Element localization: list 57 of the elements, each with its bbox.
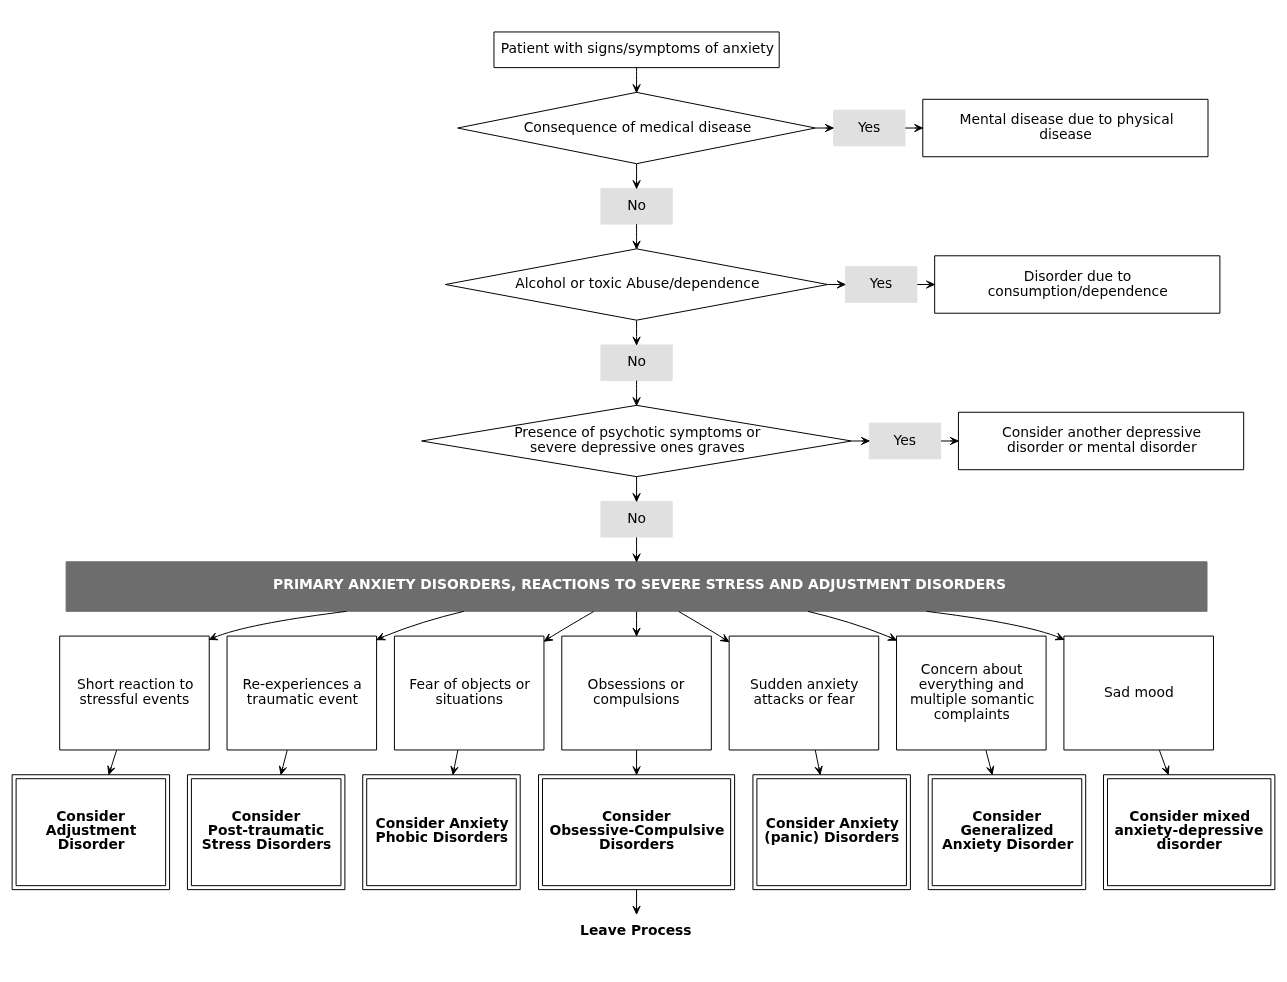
arrow: [916, 280, 935, 289]
node-box: Consider Anxiety (panic) Disorders: [752, 774, 911, 891]
node-box: Consider Adjustment Disorder: [11, 774, 171, 891]
arrow: [814, 749, 823, 775]
node-box: Consider Generalized Anxiety Disorder: [927, 774, 1087, 891]
node-box: Fear of objects or situations: [393, 635, 545, 751]
node-diamond: Presence of psychotic symptoms or severe depressive ones graves: [421, 404, 853, 478]
arrow: [926, 610, 1065, 641]
node-box: Re-experiences a traumatic event: [226, 635, 378, 751]
node-box: Patient with signs/symptoms of anxiety: [493, 31, 780, 69]
arrow: [632, 749, 641, 775]
node-box: Disorder due to consumption/dependence: [934, 255, 1221, 314]
arrow: [632, 223, 641, 250]
arrow: [107, 749, 118, 775]
arrow: [632, 536, 641, 563]
arrow: [815, 123, 834, 133]
arrow: [632, 380, 641, 406]
node-box: Concern about everything and multiple somantic complaints: [896, 635, 1047, 751]
node-box: Consider Post-traumatic Stress Disorders: [186, 774, 346, 891]
arrow: [940, 436, 959, 446]
arrow: [632, 611, 641, 637]
node-box: Mental disease due to physical disease: [922, 98, 1209, 158]
node-box: No: [600, 500, 673, 538]
arrow: [376, 610, 465, 641]
arrow: [632, 476, 641, 502]
node-text: Leave Process: [580, 921, 692, 938]
arrow: [632, 320, 641, 346]
arrow: [632, 163, 641, 189]
node-box: No: [600, 187, 673, 225]
arrow: [678, 611, 730, 643]
arrow: [543, 610, 595, 642]
arrow: [208, 610, 348, 641]
node-box: PRIMARY ANXIETY DISORDERS, REACTIONS TO SEVERE STRESS AND ADJUSTMENT DISORDERS: [65, 561, 1208, 612]
node-box: No: [600, 344, 673, 382]
node-box: Consider Anxiety Phobic Disorders: [362, 774, 521, 891]
node-box: Consider mixed anxiety-depressive disorder: [1103, 774, 1276, 891]
arrow: [985, 749, 995, 775]
node-box: Consider another depressive disorder or mental disorder: [957, 411, 1245, 471]
node-box: Yes: [845, 266, 918, 303]
node-box: Obsessions or compulsions: [561, 635, 712, 751]
node-box: Short reaction to stressful events: [59, 635, 210, 751]
arrow: [851, 436, 870, 446]
arrow: [632, 889, 641, 915]
node-box: Sudden anxiety attacks or fear: [728, 635, 880, 751]
arrow: [827, 280, 846, 289]
arrow: [904, 123, 923, 133]
node-diamond: Consequence of medical disease: [457, 91, 816, 165]
node-box: Yes: [833, 109, 906, 147]
arrow: [1158, 749, 1170, 775]
node-box: Consider Obsessive-Compulsive Disorders: [538, 774, 736, 891]
arrow: [450, 749, 459, 775]
node-box: Sad mood: [1063, 635, 1214, 751]
arrow: [807, 610, 897, 641]
arrow: [278, 749, 288, 775]
arrow: [632, 67, 641, 93]
node-box: Yes: [868, 422, 942, 460]
node-diamond: Alcohol or toxic Abuse/dependence: [444, 248, 829, 321]
